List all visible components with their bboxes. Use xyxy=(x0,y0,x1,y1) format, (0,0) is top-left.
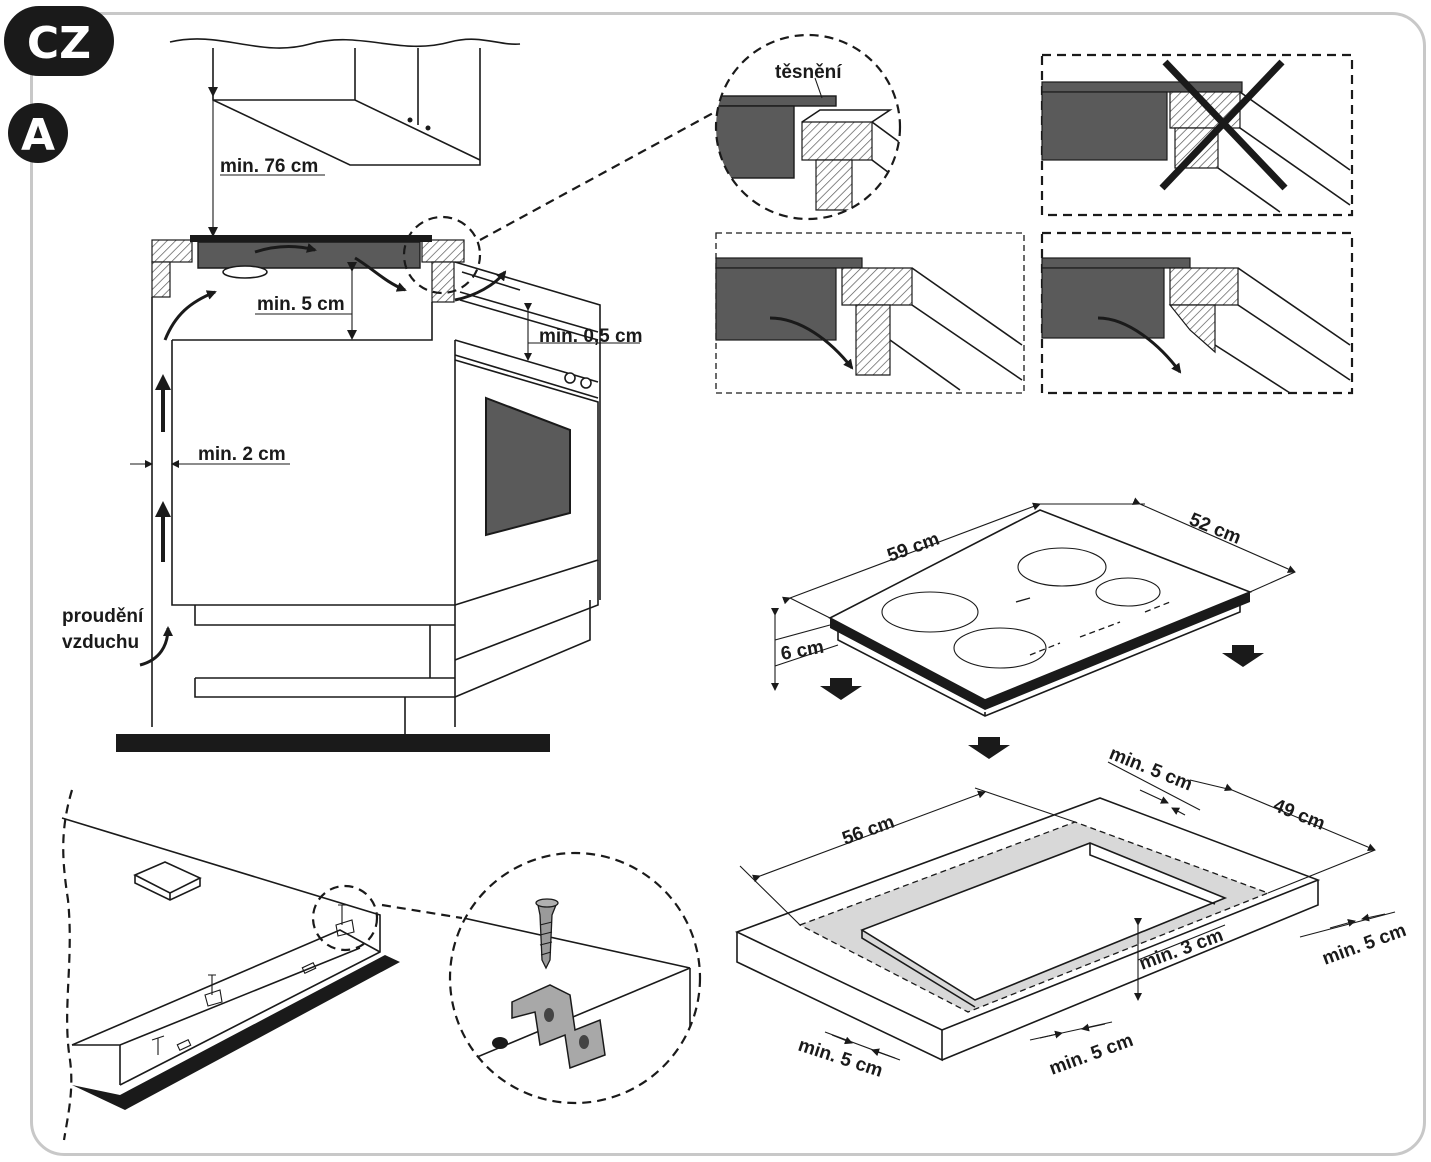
oven-cabinet-illustration: min. 76 cm min. 5 cm min. 0,5 cm xyxy=(62,38,716,752)
label-min-05: min. 0,5 cm xyxy=(539,326,643,347)
wrong-install-panel xyxy=(1040,53,1354,217)
label-cut-min-left: min. 5 cm xyxy=(795,1035,885,1082)
label-cut-min-front: min. 5 cm xyxy=(1047,1030,1137,1080)
label-min-5: min. 5 cm xyxy=(257,294,345,315)
hob-dimension-drawing: 59 cm 52 cm 6 cm xyxy=(771,497,1296,759)
label-airflow-2: vzduchu xyxy=(62,632,139,653)
label-hob-depth: 52 cm xyxy=(1186,509,1244,549)
label-hob-width: 59 cm xyxy=(885,529,943,567)
label-hob-height: 6 cm xyxy=(779,637,825,665)
country-code: CZ xyxy=(27,18,91,69)
hob-underside-illustration xyxy=(61,789,463,1141)
label-min-2: min. 2 cm xyxy=(198,444,286,465)
page-frame xyxy=(30,12,1426,1156)
seal-detail: těsnění xyxy=(714,33,902,221)
label-cut-width: 56 cm xyxy=(840,812,898,850)
label-min-76: min. 76 cm xyxy=(220,156,318,177)
label-airflow-1: proudění xyxy=(62,606,144,627)
correct-install-panel-2 xyxy=(1040,231,1354,395)
clip-detail xyxy=(448,851,702,1105)
country-badge: CZ xyxy=(4,6,114,76)
correct-install-panel-1 xyxy=(715,232,1025,394)
label-cut-min-back: min. 5 cm xyxy=(1106,743,1195,795)
section-letter: A xyxy=(21,110,55,161)
section-badge: A xyxy=(8,103,68,163)
label-cut-depth: 49 cm xyxy=(1270,795,1328,835)
cutout-dimension-drawing: 56 cm 49 cm min. 5 cm min. 5 cm min. 3 c… xyxy=(734,743,1409,1082)
label-seal: těsnění xyxy=(775,62,842,83)
